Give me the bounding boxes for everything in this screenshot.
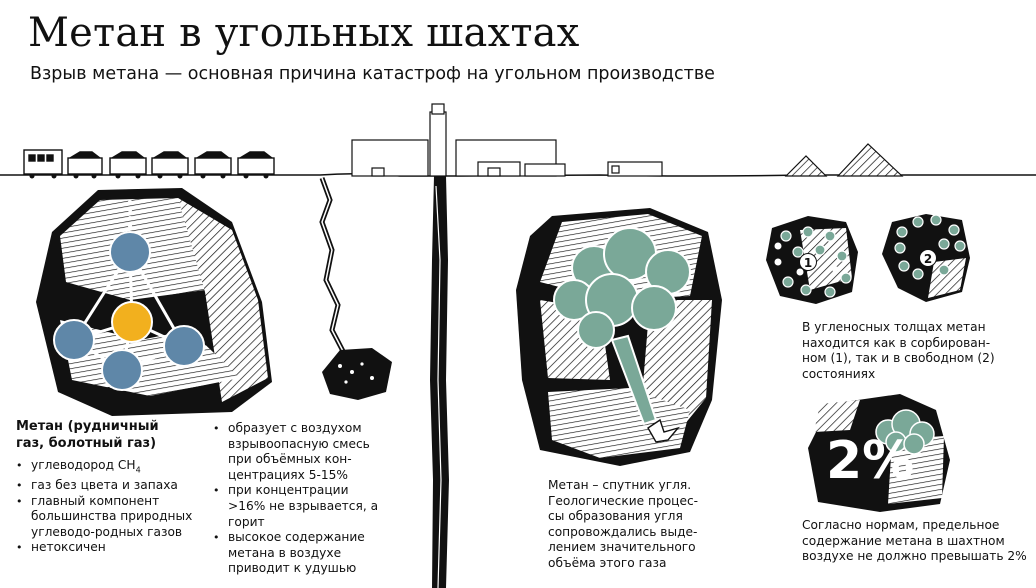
norm-text-block: Согласно нормам, предельное содержание м… [802,518,1028,565]
list-item: образует с воздухом взрывоопасную смесь … [213,421,383,483]
norm-percent-label: 2% [826,431,914,491]
states-text: В угленосных толщах метан находится как … [802,320,995,381]
spark-icon [647,418,680,443]
sorbed-molecules: 1 [774,226,852,298]
methane-bullets-col2: образует с воздухом взрывоопасную смесь … [213,421,383,577]
methane-molecule-rock [36,188,272,416]
state-1-label: 1 [804,256,812,270]
list-item: нетоксичен [16,540,201,556]
gas-crack [319,177,392,400]
companion-text-block: Метан – спутник угля. Геологические проц… [548,478,710,572]
ground-line [0,172,1036,177]
mine-shaft [430,176,449,588]
list-item: газ без цвета и запаха [16,478,201,494]
companion-text: Метан – спутник угля. Геологические проц… [548,478,699,570]
list-item: высокое содержание метана в воздухе прив… [213,530,383,577]
methane-properties: Метан (рудничный газ, болотный газ) угле… [16,418,201,556]
list-item: углеводород СН4 [16,458,201,478]
methane-bullets-col1: углеводород СН4 газ без цвета и запаха г… [16,458,201,556]
methane-molecule-icon [53,200,205,391]
page-subtitle: Взрыв метана — основная причина катастро… [30,64,715,84]
list-item: главный компонент большинства природных … [16,494,201,541]
state-2-label: 2 [924,252,932,266]
small-gas-cloud-icon [875,409,935,455]
waste-heaps [784,143,904,177]
list-item: при концентрации >16% не взрывается, а г… [213,483,383,530]
norm-text: Согласно нормам, предельное содержание м… [802,518,1027,564]
states-text-block: В угленосных толщах метан находится как … [802,320,1002,382]
mine-buildings [351,103,663,177]
methane-properties-col2: образует с воздухом взрывоопасную смесь … [213,421,383,577]
gas-cloud-icon [553,227,691,426]
page-title: Метан в угольных шахтах [28,10,580,56]
free-molecules: 2 [894,214,966,280]
methane-heading: Метан (рудничный газ, болотный газ) [16,419,159,451]
coal-train-icon [23,149,275,179]
